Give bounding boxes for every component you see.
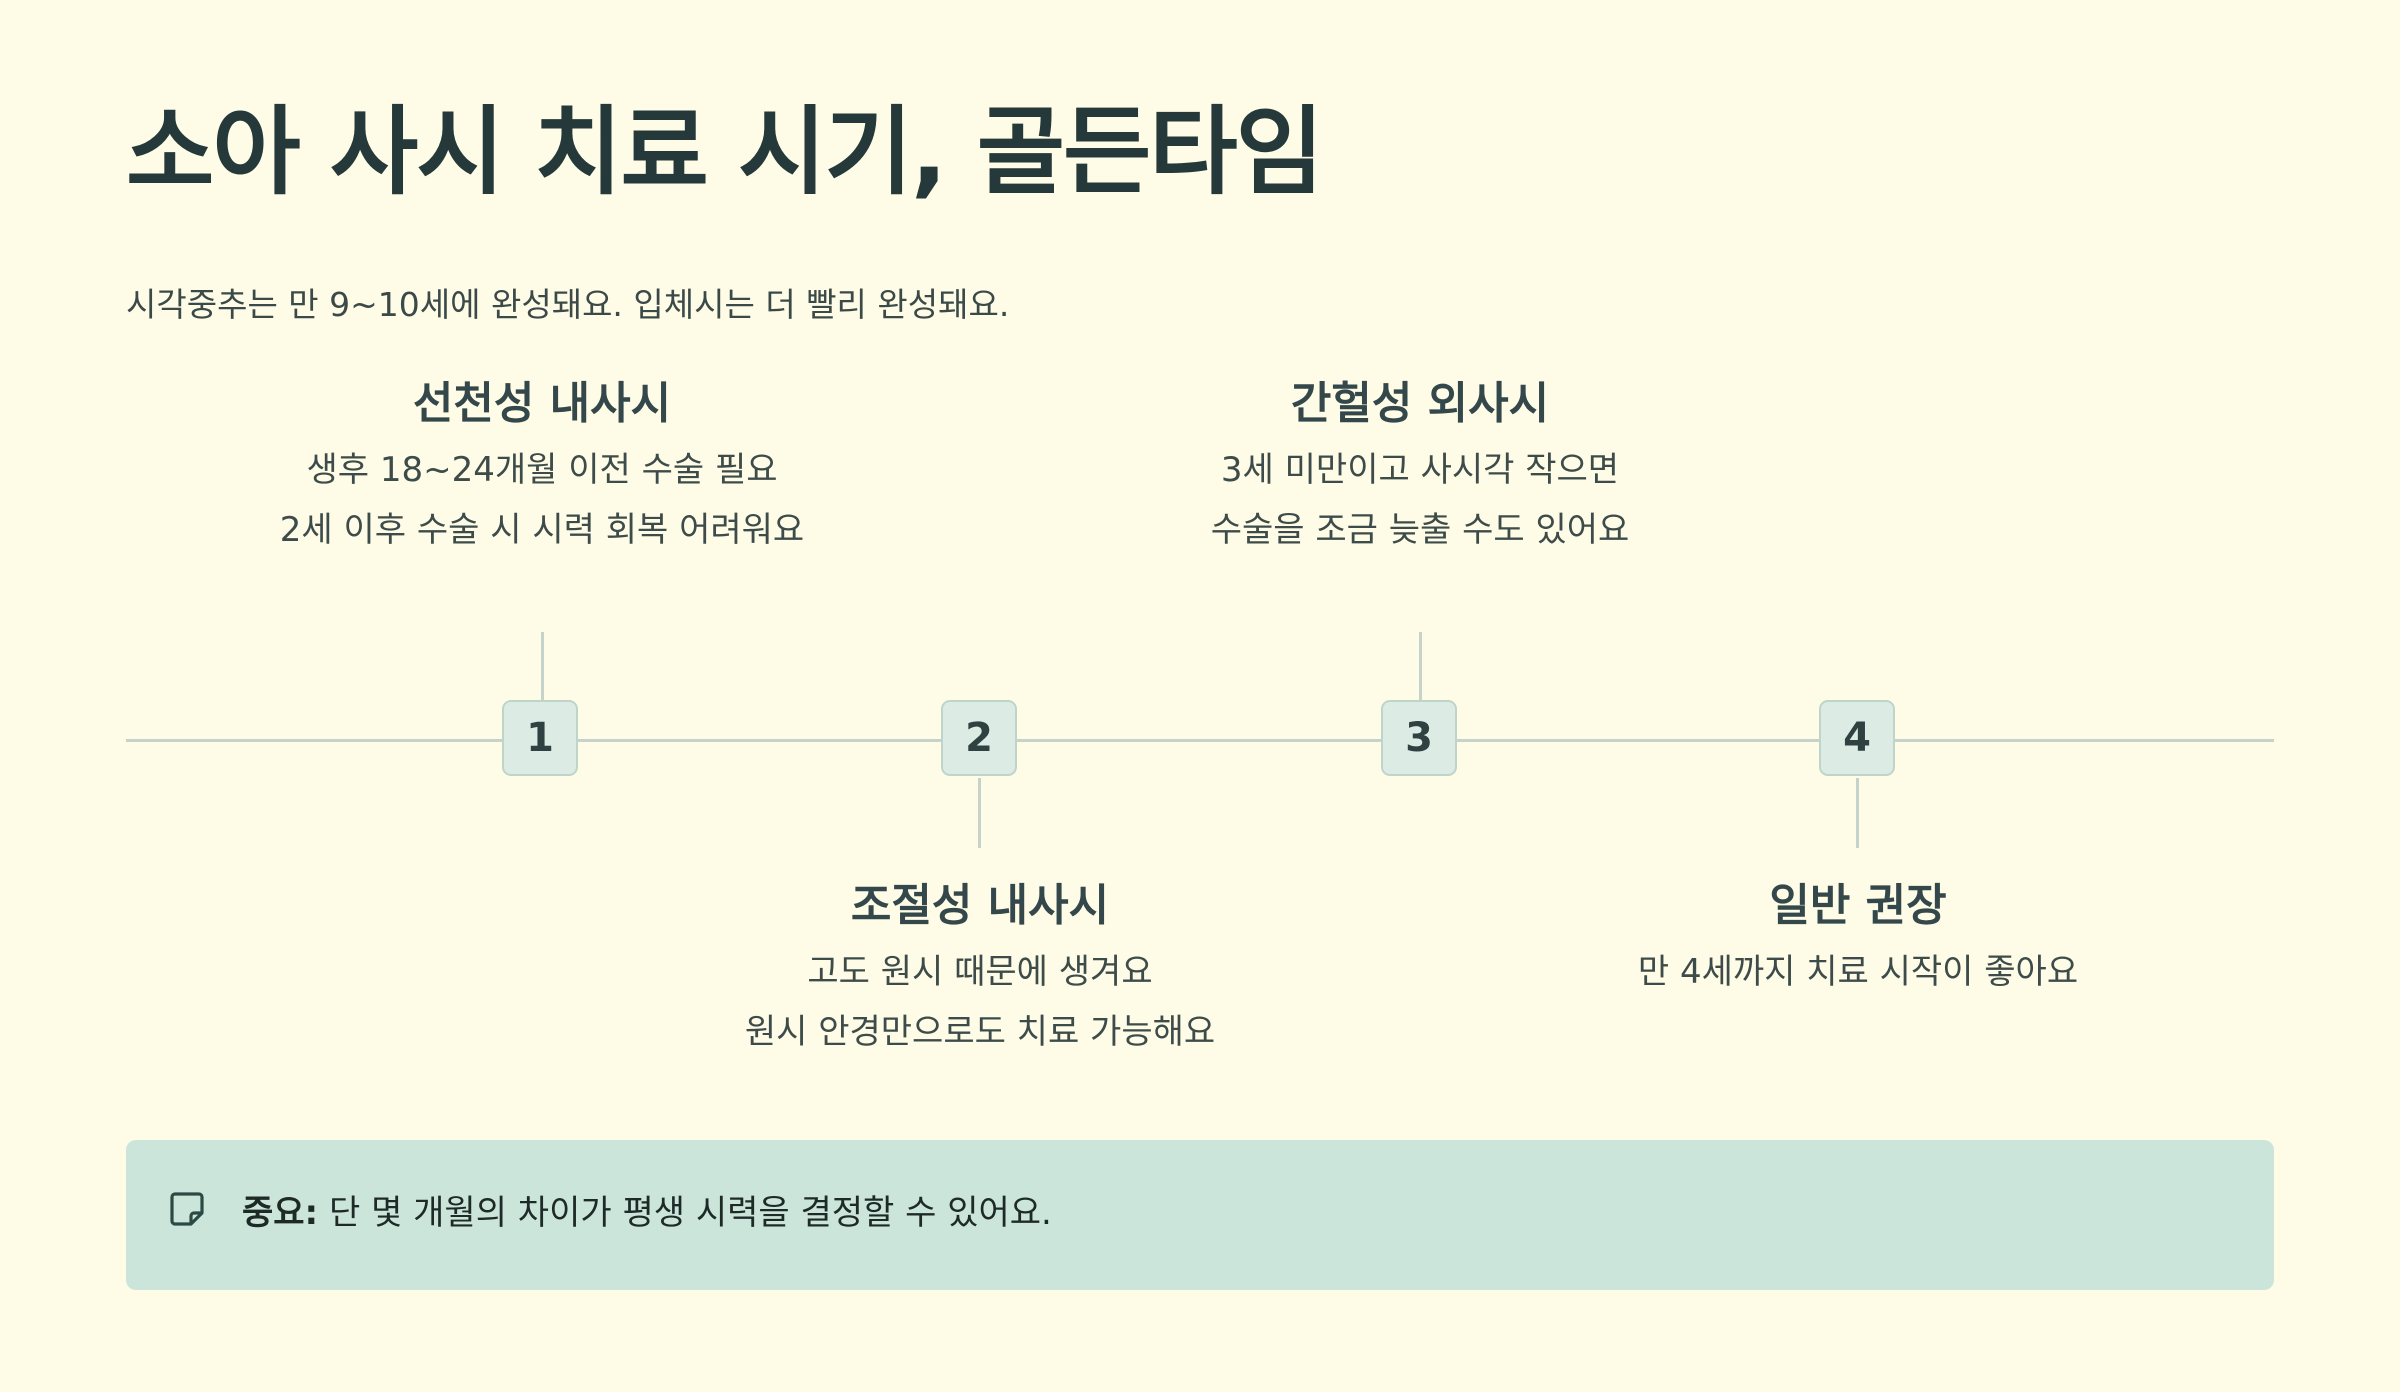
stage-title: 조절성 내사시 xyxy=(850,880,1110,931)
important-note-callout: 중요: 단 몇 개월의 차이가 평생 시력을 결정할 수 있어요. xyxy=(126,1140,2274,1290)
stage-description-line: 수술을 조금 늦출 수도 있어요 xyxy=(1210,510,1630,550)
stage-description-line: 2세 이후 수술 시 시력 회복 어려워요 xyxy=(279,510,805,550)
note-label: 중요: xyxy=(242,1193,319,1233)
stage-2-connector xyxy=(978,778,981,848)
stage-2-text: 조절성 내사시 고도 원시 때문에 생겨요 원시 안경만으로도 치료 가능해요 xyxy=(660,874,1300,1054)
stage-description-line: 고도 원시 때문에 생겨요 xyxy=(807,952,1153,992)
stage-3-marker: 3 xyxy=(1381,700,1457,776)
stage-4-text: 일반 권장 만 4세까지 치료 시작이 좋아요 xyxy=(1538,874,2178,994)
note-body: 단 몇 개월의 차이가 평생 시력을 결정할 수 있어요. xyxy=(318,1193,1052,1233)
stage-1-text: 선천성 내사시 생후 18~24개월 이전 수술 필요 2세 이후 수술 시 시… xyxy=(222,372,862,552)
stage-2-marker: 2 xyxy=(941,700,1017,776)
stage-description-line: 만 4세까지 치료 시작이 좋아요 xyxy=(1637,952,2079,992)
stage-title: 선천성 내사시 xyxy=(412,378,672,429)
stage-description-line: 생후 18~24개월 이전 수술 필요 xyxy=(306,450,778,490)
page-subtitle: 시각중추는 만 9~10세에 완성돼요. 입체시는 더 빨리 완성돼요. xyxy=(126,285,1010,324)
stage-description-line: 3세 미만이고 사시각 작으면 xyxy=(1220,450,1620,490)
stage-1-marker: 1 xyxy=(502,700,578,776)
page-title: 소아 사시 치료 시기, 골든타임 xyxy=(126,96,1324,208)
stage-4-marker: 4 xyxy=(1819,700,1895,776)
sticky-note-icon xyxy=(168,1190,206,1228)
stage-description-line: 원시 안경만으로도 치료 가능해요 xyxy=(744,1012,1216,1052)
stage-4-connector xyxy=(1856,778,1859,848)
stage-title: 일반 권장 xyxy=(1769,880,1947,931)
note-text: 중요: 단 몇 개월의 차이가 평생 시력을 결정할 수 있어요. xyxy=(242,1188,1052,1238)
stage-1-connector xyxy=(541,632,544,702)
stage-3-connector xyxy=(1419,632,1422,702)
stage-3-text: 간헐성 외사시 3세 미만이고 사시각 작으면 수술을 조금 늦출 수도 있어요 xyxy=(1100,372,1740,552)
timeline-axis-line xyxy=(126,739,2274,742)
stage-title: 간헐성 외사시 xyxy=(1290,378,1550,429)
